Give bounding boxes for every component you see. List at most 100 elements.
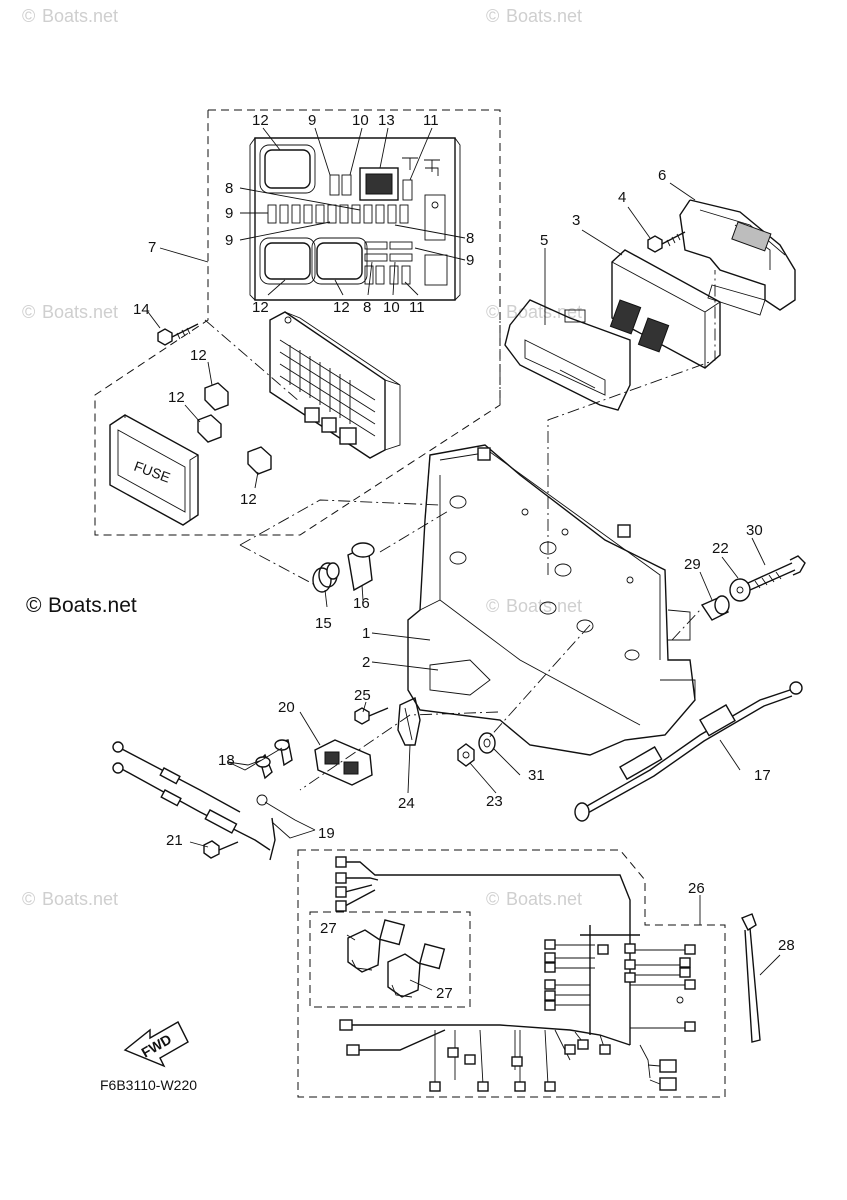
callout-11: 11 [423,112,439,129]
wire-harness-boundary [297,849,726,1098]
callout-15: 15 [315,615,332,632]
spacer-29 [700,595,730,621]
fuse-label: FUSE [132,458,173,486]
watermark-copyright: © [22,889,35,909]
assembly-line [299,711,499,791]
callout-labels: 12 9 10 13 11 8 9 9 8 9 12 12 8 10 11 7 … [133,112,795,1002]
watermark-copyright: © [26,594,42,617]
callout-9: 9 [466,252,474,269]
callout-28: 28 [778,937,795,954]
callout-9: 9 [225,205,233,222]
callout-27: 27 [436,985,453,1002]
fuse-box-top-view [249,137,461,301]
bolt-21 [203,840,239,859]
callout-3: 3 [572,212,580,229]
loose-relays [197,382,272,475]
fuse-box-assembly-boundary [94,109,501,536]
callout-8: 8 [363,299,371,316]
assembly-line [239,499,441,546]
callout-12: 12 [252,299,269,316]
assembly-line [486,624,591,741]
fwd-arrow-icon: FWD [123,1021,189,1068]
watermark-copyright: © [486,889,499,909]
callout-20: 20 [278,699,295,716]
relay-icon [264,149,311,189]
callout-23: 23 [486,793,503,810]
relay-20 [314,739,373,786]
connector-27b [387,943,446,998]
bolt-14 [157,323,199,346]
callout-16: 16 [353,595,370,612]
collar-16 [347,542,375,592]
watermark-text: Boats.net [48,594,137,617]
bolt-4 [647,231,686,253]
watermark-copyright: © [22,302,35,322]
callout-12: 12 [333,299,350,316]
callout-21: 21 [166,832,183,849]
grommet-15 [312,562,340,593]
washer-31 [478,732,496,754]
callout-8: 8 [466,230,474,247]
nut-23 [457,743,475,767]
battery-leads [112,739,293,861]
bracket-24 [397,696,421,746]
fuse-box-base [269,311,401,459]
watermark-copyright: © [22,6,35,26]
callout-12: 12 [240,491,257,508]
callout-10: 10 [352,112,369,129]
assembly-line [204,319,301,403]
callout-18: 18 [218,752,235,769]
watermark-text: Boats.net [506,596,582,616]
electrical-box [407,444,696,756]
washer-22 [729,578,751,602]
callout-6: 6 [658,167,666,184]
connector-27a [347,919,406,973]
watermark-text: Boats.net [42,889,118,909]
callout-19: 19 [318,825,335,842]
connector-kit-boundary [309,911,471,1008]
callout-8: 8 [225,180,233,197]
diagram-code: F6B3110-W220 [100,1077,197,1093]
callout-25: 25 [354,687,371,704]
wire-harness [335,856,696,1092]
callout-12: 12 [252,112,269,129]
relay-icon [197,414,222,443]
callout-13: 13 [378,112,395,129]
assembly-line [239,544,316,586]
callout-30: 30 [746,522,763,539]
callout-29: 29 [684,556,701,573]
watermark-text: Boats.net [42,302,118,322]
relay-icon [204,382,229,411]
callout-11: 11 [409,299,425,316]
callout-17: 17 [754,767,771,784]
assembly-line [671,609,701,641]
callout-22: 22 [712,540,729,557]
watermark-copyright: © [486,596,499,616]
ecu-holder [504,299,631,411]
assembly-line [547,270,716,575]
ecu-bracket [679,199,796,316]
callout-12: 12 [190,347,207,364]
callout-4: 4 [618,189,626,206]
watermark-group: © Boats.net © Boats.net © Boats.net © Bo… [22,6,582,909]
callout-9: 9 [225,232,233,249]
watermark-text: Boats.net [42,6,118,26]
leader-lines [147,127,781,991]
fuse-box-cover: FUSE [109,414,199,526]
watermark-copyright: © [486,6,499,26]
callout-5: 5 [540,232,548,249]
relay-icon [264,242,311,280]
bolt-25 [354,707,389,725]
callout-1: 1 [362,625,370,642]
assembly-line [379,509,451,553]
callout-31: 31 [528,767,545,784]
ecu [609,249,721,369]
callout-26: 26 [688,880,705,897]
callout-27: 27 [320,920,337,937]
bolt-30 [747,555,806,591]
watermark-text: Boats.net [506,889,582,909]
callout-24: 24 [398,795,415,812]
callout-10: 10 [383,299,400,316]
relay-icon [316,242,363,280]
